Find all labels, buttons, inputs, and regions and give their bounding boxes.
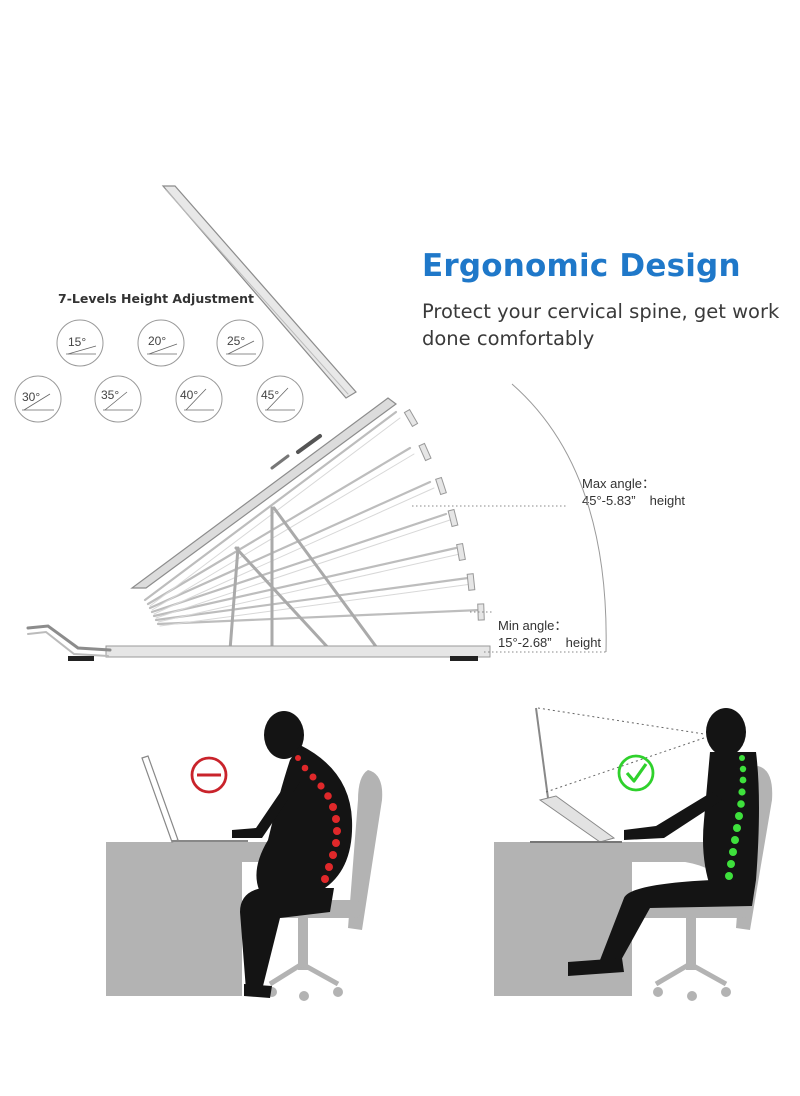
checkmark-icon	[617, 754, 655, 792]
stand-arms	[228, 506, 382, 654]
max-angle-label: Max angle：	[582, 476, 655, 491]
max-angle-note: Max angle： 45°-5.83” height	[582, 475, 685, 509]
min-angle-unit: height	[565, 635, 602, 650]
angle-badge-15: 15°	[56, 319, 104, 367]
laptop-base	[130, 397, 398, 589]
figure-upright	[568, 708, 759, 976]
laptop-raised	[535, 707, 549, 799]
desk-left	[106, 842, 346, 996]
desk-right	[494, 842, 734, 996]
angle-badge-45: 45°	[256, 375, 304, 423]
angle-arc	[511, 383, 607, 653]
angle-label-40: 40°	[180, 388, 198, 402]
headline: Ergonomic Design	[422, 248, 741, 284]
angle-label-35: 35°	[101, 388, 119, 402]
bad-posture-scene	[106, 711, 383, 1001]
sight-lines	[537, 707, 705, 793]
angle-label-25: 25°	[227, 334, 245, 348]
good-posture-scene	[494, 707, 773, 1001]
spine-green-dots	[725, 755, 747, 880]
max-angle-unit: height	[649, 493, 686, 508]
angle-label-45: 45°	[261, 388, 279, 402]
angle-label-15: 15°	[68, 335, 86, 349]
angle-badge-25: 25°	[216, 319, 264, 367]
angle-label-20: 20°	[148, 334, 166, 348]
min-angle-value: 15°-2.68”	[498, 635, 552, 650]
stand-trays	[143, 410, 482, 626]
max-angle-value: 45°-5.83”	[582, 493, 636, 508]
angle-badge-20: 20°	[137, 319, 185, 367]
levels-title: 7-Levels Height Adjustment	[58, 291, 255, 306]
subheadline: Protect your cervical spine, get work do…	[422, 300, 780, 350]
laptop-flat	[141, 755, 179, 843]
angle-badge-35: 35°	[94, 375, 142, 423]
spine-red-dots	[295, 755, 341, 883]
laptop-screen	[161, 185, 357, 399]
angle-label-30: 30°	[22, 390, 40, 404]
stand-base	[105, 645, 491, 658]
laptop-stand-diagram	[26, 185, 491, 661]
height-guides	[412, 505, 608, 653]
min-angle-label: Min angle：	[498, 618, 568, 633]
angle-badge-30: 30°	[14, 375, 62, 423]
prohibited-icon	[190, 756, 228, 794]
angle-badge-40: 40°	[175, 375, 223, 423]
figure-slouching	[232, 711, 353, 998]
min-angle-note: Min angle： 15°-2.68” height	[498, 617, 601, 651]
